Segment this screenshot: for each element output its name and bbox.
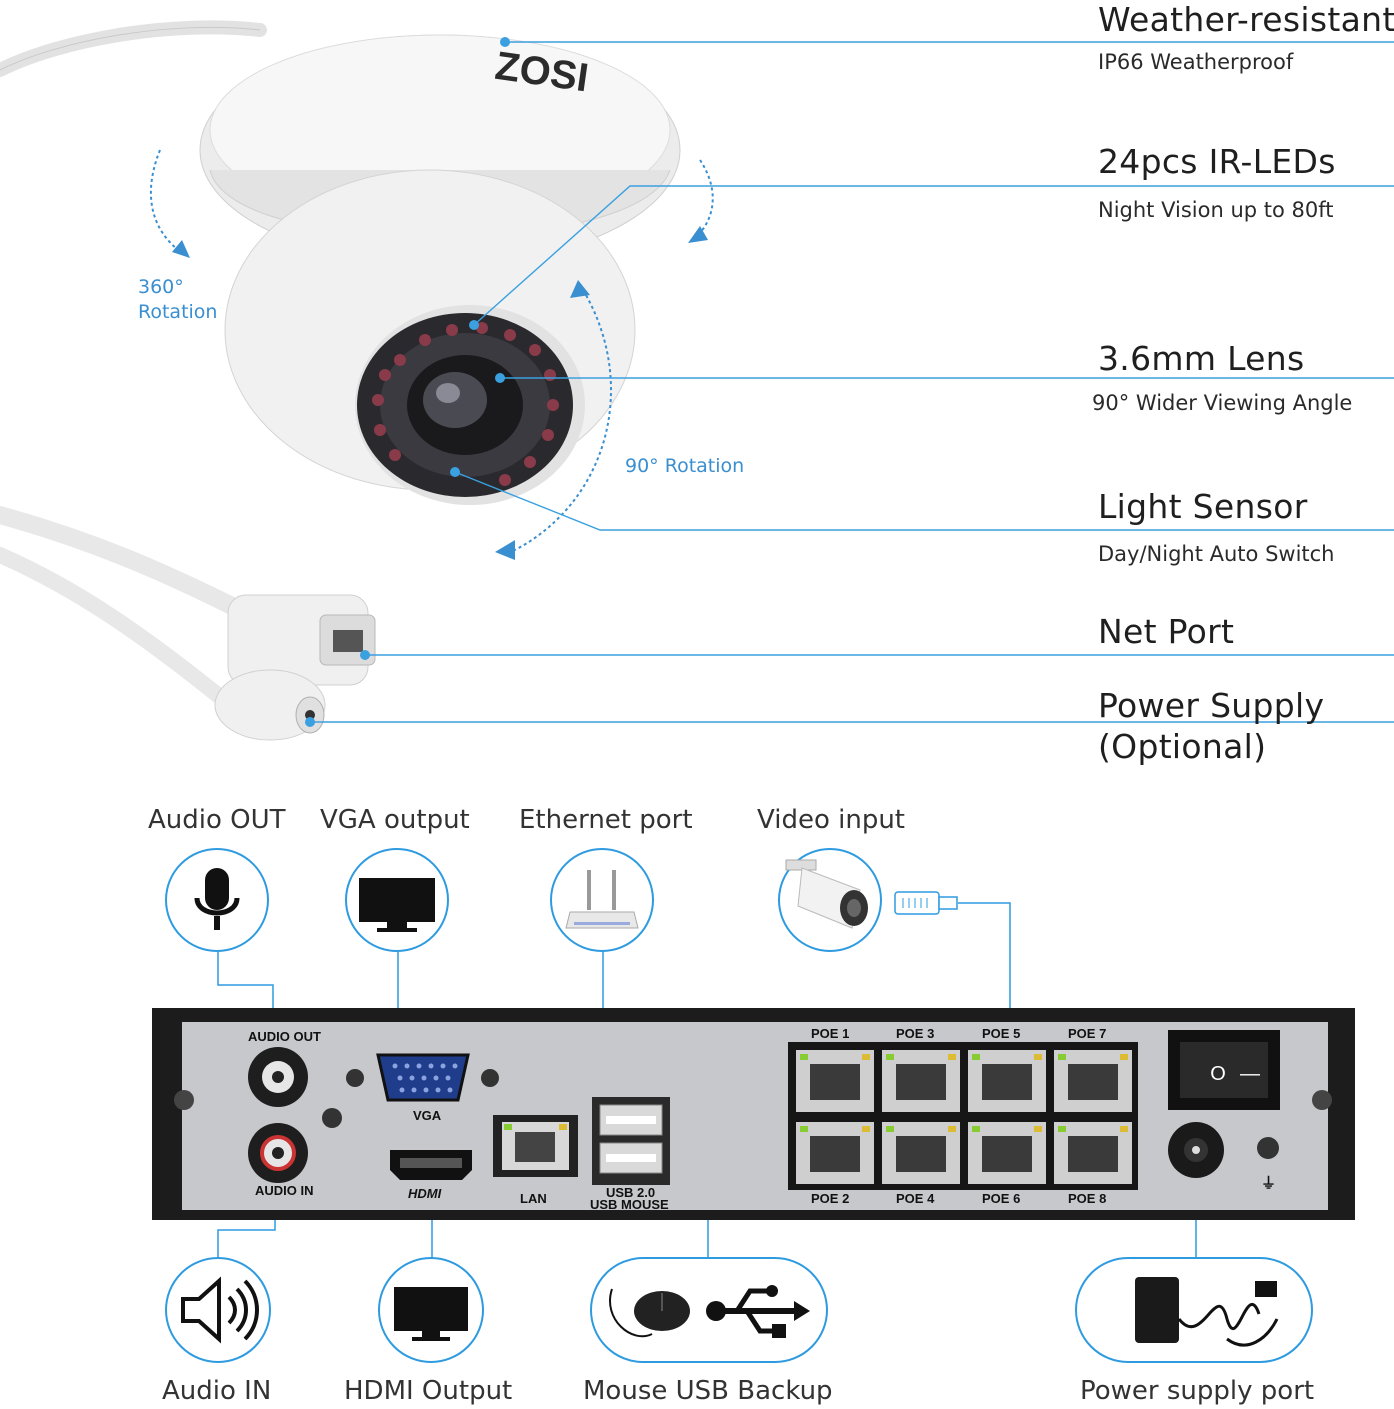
poe-port — [882, 1122, 960, 1184]
poe-port — [1054, 1050, 1132, 1112]
feature-weather-title: Weather-resistant — [1098, 0, 1394, 39]
feature-lens-title: 3.6mm Lens — [1098, 339, 1305, 378]
poe-port — [882, 1050, 960, 1112]
panel-vga-label: VGA — [413, 1108, 442, 1123]
panel-usb-label-2: USB MOUSE — [590, 1197, 669, 1212]
nvr-back-panel: O — — [152, 1008, 1355, 1220]
label-audio-out: Audio OUT — [148, 805, 286, 835]
panel-poe2-label: POE 2 — [811, 1191, 850, 1206]
switch-off-text: — — [1240, 1063, 1260, 1085]
feature-power-subtitle: (Optional) — [1098, 727, 1267, 766]
hdmi-output-circle — [378, 1257, 484, 1363]
label-video-input: Video input — [757, 805, 905, 835]
poe-port — [796, 1050, 874, 1112]
label-vga-output: VGA output — [320, 805, 470, 835]
mouse-icon — [609, 1288, 690, 1338]
usb-icon — [706, 1285, 810, 1338]
rj45-plug-icon — [894, 891, 958, 915]
label-ethernet-port: Ethernet port — [519, 805, 693, 835]
poe-port — [1054, 1122, 1132, 1184]
poe-port — [968, 1122, 1046, 1184]
panel-poe1-label: POE 1 — [811, 1026, 850, 1041]
power-supply-pill — [1075, 1257, 1313, 1363]
power-adapter-icon — [1135, 1277, 1279, 1347]
panel-usb-label-1: USB 2.0 — [606, 1185, 656, 1200]
panel-audio-out-label: AUDIO OUT — [248, 1029, 321, 1044]
speaker-icon — [181, 1276, 259, 1344]
feature-weather-subtitle: IP66 Weatherproof — [1098, 50, 1294, 74]
mouse-usb-pill — [590, 1257, 828, 1363]
panel-poe3-label: POE 3 — [896, 1026, 935, 1041]
rotation-360-line2: Rotation — [138, 301, 218, 323]
feature-sensor-title: Light Sensor — [1098, 487, 1308, 526]
ethernet-port-circle — [550, 848, 654, 952]
panel-poe5-label: POE 5 — [982, 1026, 1021, 1041]
label-hdmi-output: HDMI Output — [344, 1376, 513, 1406]
camera-illustration: ZOSI — [0, 20, 1394, 741]
rotation-360-line1: 360° — [138, 276, 184, 298]
monitor-icon — [394, 1287, 468, 1341]
feature-lens-subtitle: 90° Wider Viewing Angle — [1092, 391, 1353, 415]
feature-netport-title: Net Port — [1098, 612, 1235, 651]
label-audio-in: Audio IN — [162, 1376, 272, 1406]
feature-power-title: Power Supply — [1098, 686, 1325, 725]
switch-on-text: O — [1210, 1063, 1226, 1085]
feature-irled-subtitle: Night Vision up to 80ft — [1098, 198, 1334, 222]
vga-output-circle — [345, 848, 449, 952]
microphone-icon — [194, 868, 240, 930]
panel-audio-in-label: AUDIO IN — [255, 1183, 314, 1198]
feature-sensor-subtitle: Day/Night Auto Switch — [1098, 542, 1335, 566]
rotation-90-label: 90° Rotation — [625, 455, 745, 477]
panel-poe4-label: POE 4 — [896, 1191, 935, 1206]
panel-poe6-label: POE 6 — [982, 1191, 1021, 1206]
panel-hdmi-label: HDMI — [408, 1186, 442, 1201]
poe-port — [796, 1122, 874, 1184]
label-mouse-usb-backup: Mouse USB Backup — [583, 1376, 833, 1406]
ground-symbol: ⏚ — [1261, 1175, 1277, 1192]
video-input-circle — [778, 848, 882, 952]
audio-in-circle — [165, 1257, 271, 1363]
bullet-camera-icon — [785, 859, 868, 929]
panel-lan-label: LAN — [520, 1191, 547, 1206]
feature-irled-title: 24pcs IR-LEDs — [1098, 142, 1336, 181]
panel-poe7-label: POE 7 — [1068, 1026, 1107, 1041]
monitor-icon — [359, 878, 435, 932]
label-power-supply-port: Power supply port — [1080, 1376, 1315, 1406]
audio-out-circle — [165, 848, 269, 952]
poe-port — [968, 1050, 1046, 1112]
panel-poe8-label: POE 8 — [1068, 1191, 1107, 1206]
router-icon — [565, 870, 639, 929]
